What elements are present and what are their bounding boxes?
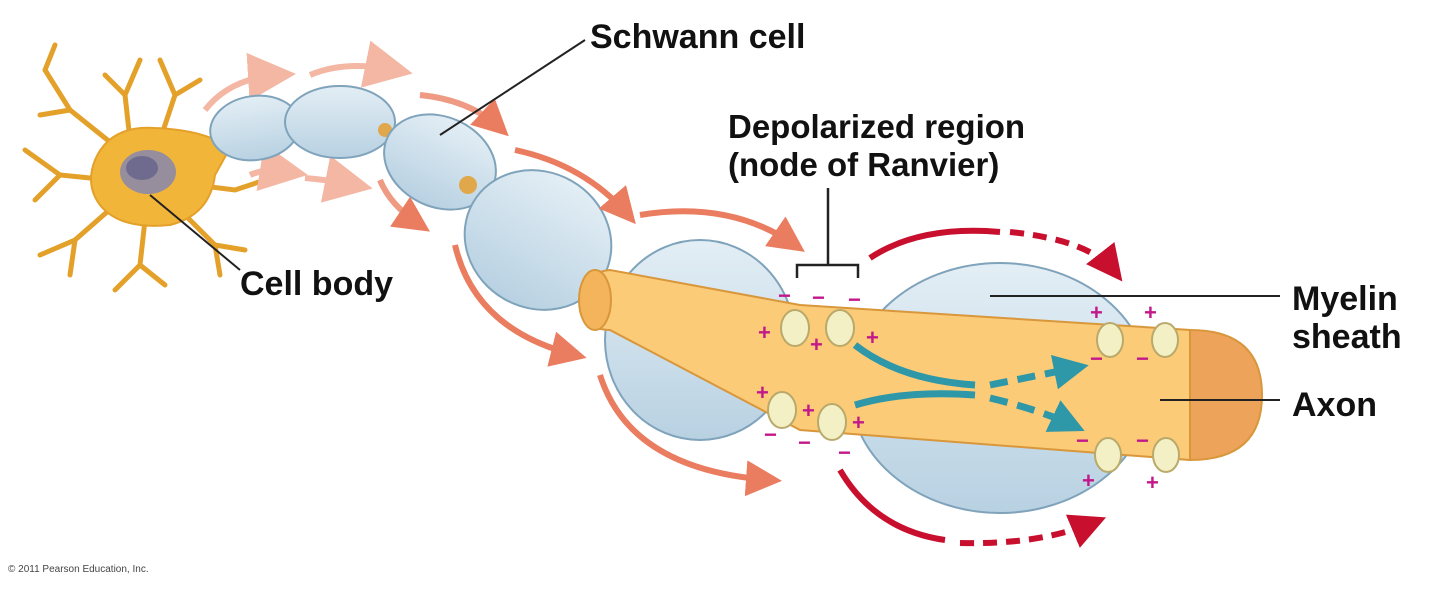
- current-arrows-mid: [452, 147, 805, 497]
- cell-body-label: Cell body: [240, 265, 394, 303]
- charge-minus: −: [1090, 346, 1103, 371]
- charge-plus: +: [802, 398, 815, 423]
- charge-plus: +: [852, 410, 865, 435]
- copyright-notice: © 2011 Pearson Education, Inc.: [8, 564, 149, 575]
- charge-minus: −: [798, 430, 811, 455]
- propagation-arrows-right: [837, 227, 1123, 548]
- axon-label: Axon: [1292, 386, 1377, 424]
- charge-minus: −: [812, 285, 825, 310]
- charge-minus: −: [1136, 346, 1149, 371]
- charge-plus: +: [1090, 300, 1103, 325]
- local-current-arrows: [852, 342, 1089, 432]
- node-of-ranvier-label: (node of Ranvier): [728, 146, 1000, 183]
- depolarized-region-label: Depolarized region: [728, 108, 1026, 145]
- charge-plus: +: [756, 380, 769, 405]
- charge-minus: −: [838, 440, 851, 465]
- charge-minus: −: [764, 422, 777, 447]
- charge-minus: −: [778, 283, 791, 308]
- node-bracket: [795, 188, 860, 278]
- charge-plus: +: [1144, 300, 1157, 325]
- charge-minus: −: [1076, 428, 1089, 453]
- charge-minus: −: [848, 287, 861, 312]
- myelin-sheath-label-line2: sheath: [1292, 318, 1402, 356]
- charge-plus: +: [1146, 470, 1159, 495]
- charge-plus: +: [758, 320, 771, 345]
- schwann-cell-label: Schwann cell: [590, 18, 806, 56]
- charge-minus: −: [1136, 428, 1149, 453]
- cell-body-shape: [22, 42, 268, 293]
- myelin-segments-left: [209, 85, 613, 311]
- ion-channels: [767, 309, 1180, 473]
- label-leaders: [149, 39, 1280, 401]
- charge-plus: +: [1082, 468, 1095, 493]
- current-arrows-left: [202, 40, 509, 232]
- myelin-sheath-label-line1: Myelin: [1292, 280, 1398, 318]
- charge-plus: +: [866, 325, 879, 350]
- charge-plus: +: [810, 332, 823, 357]
